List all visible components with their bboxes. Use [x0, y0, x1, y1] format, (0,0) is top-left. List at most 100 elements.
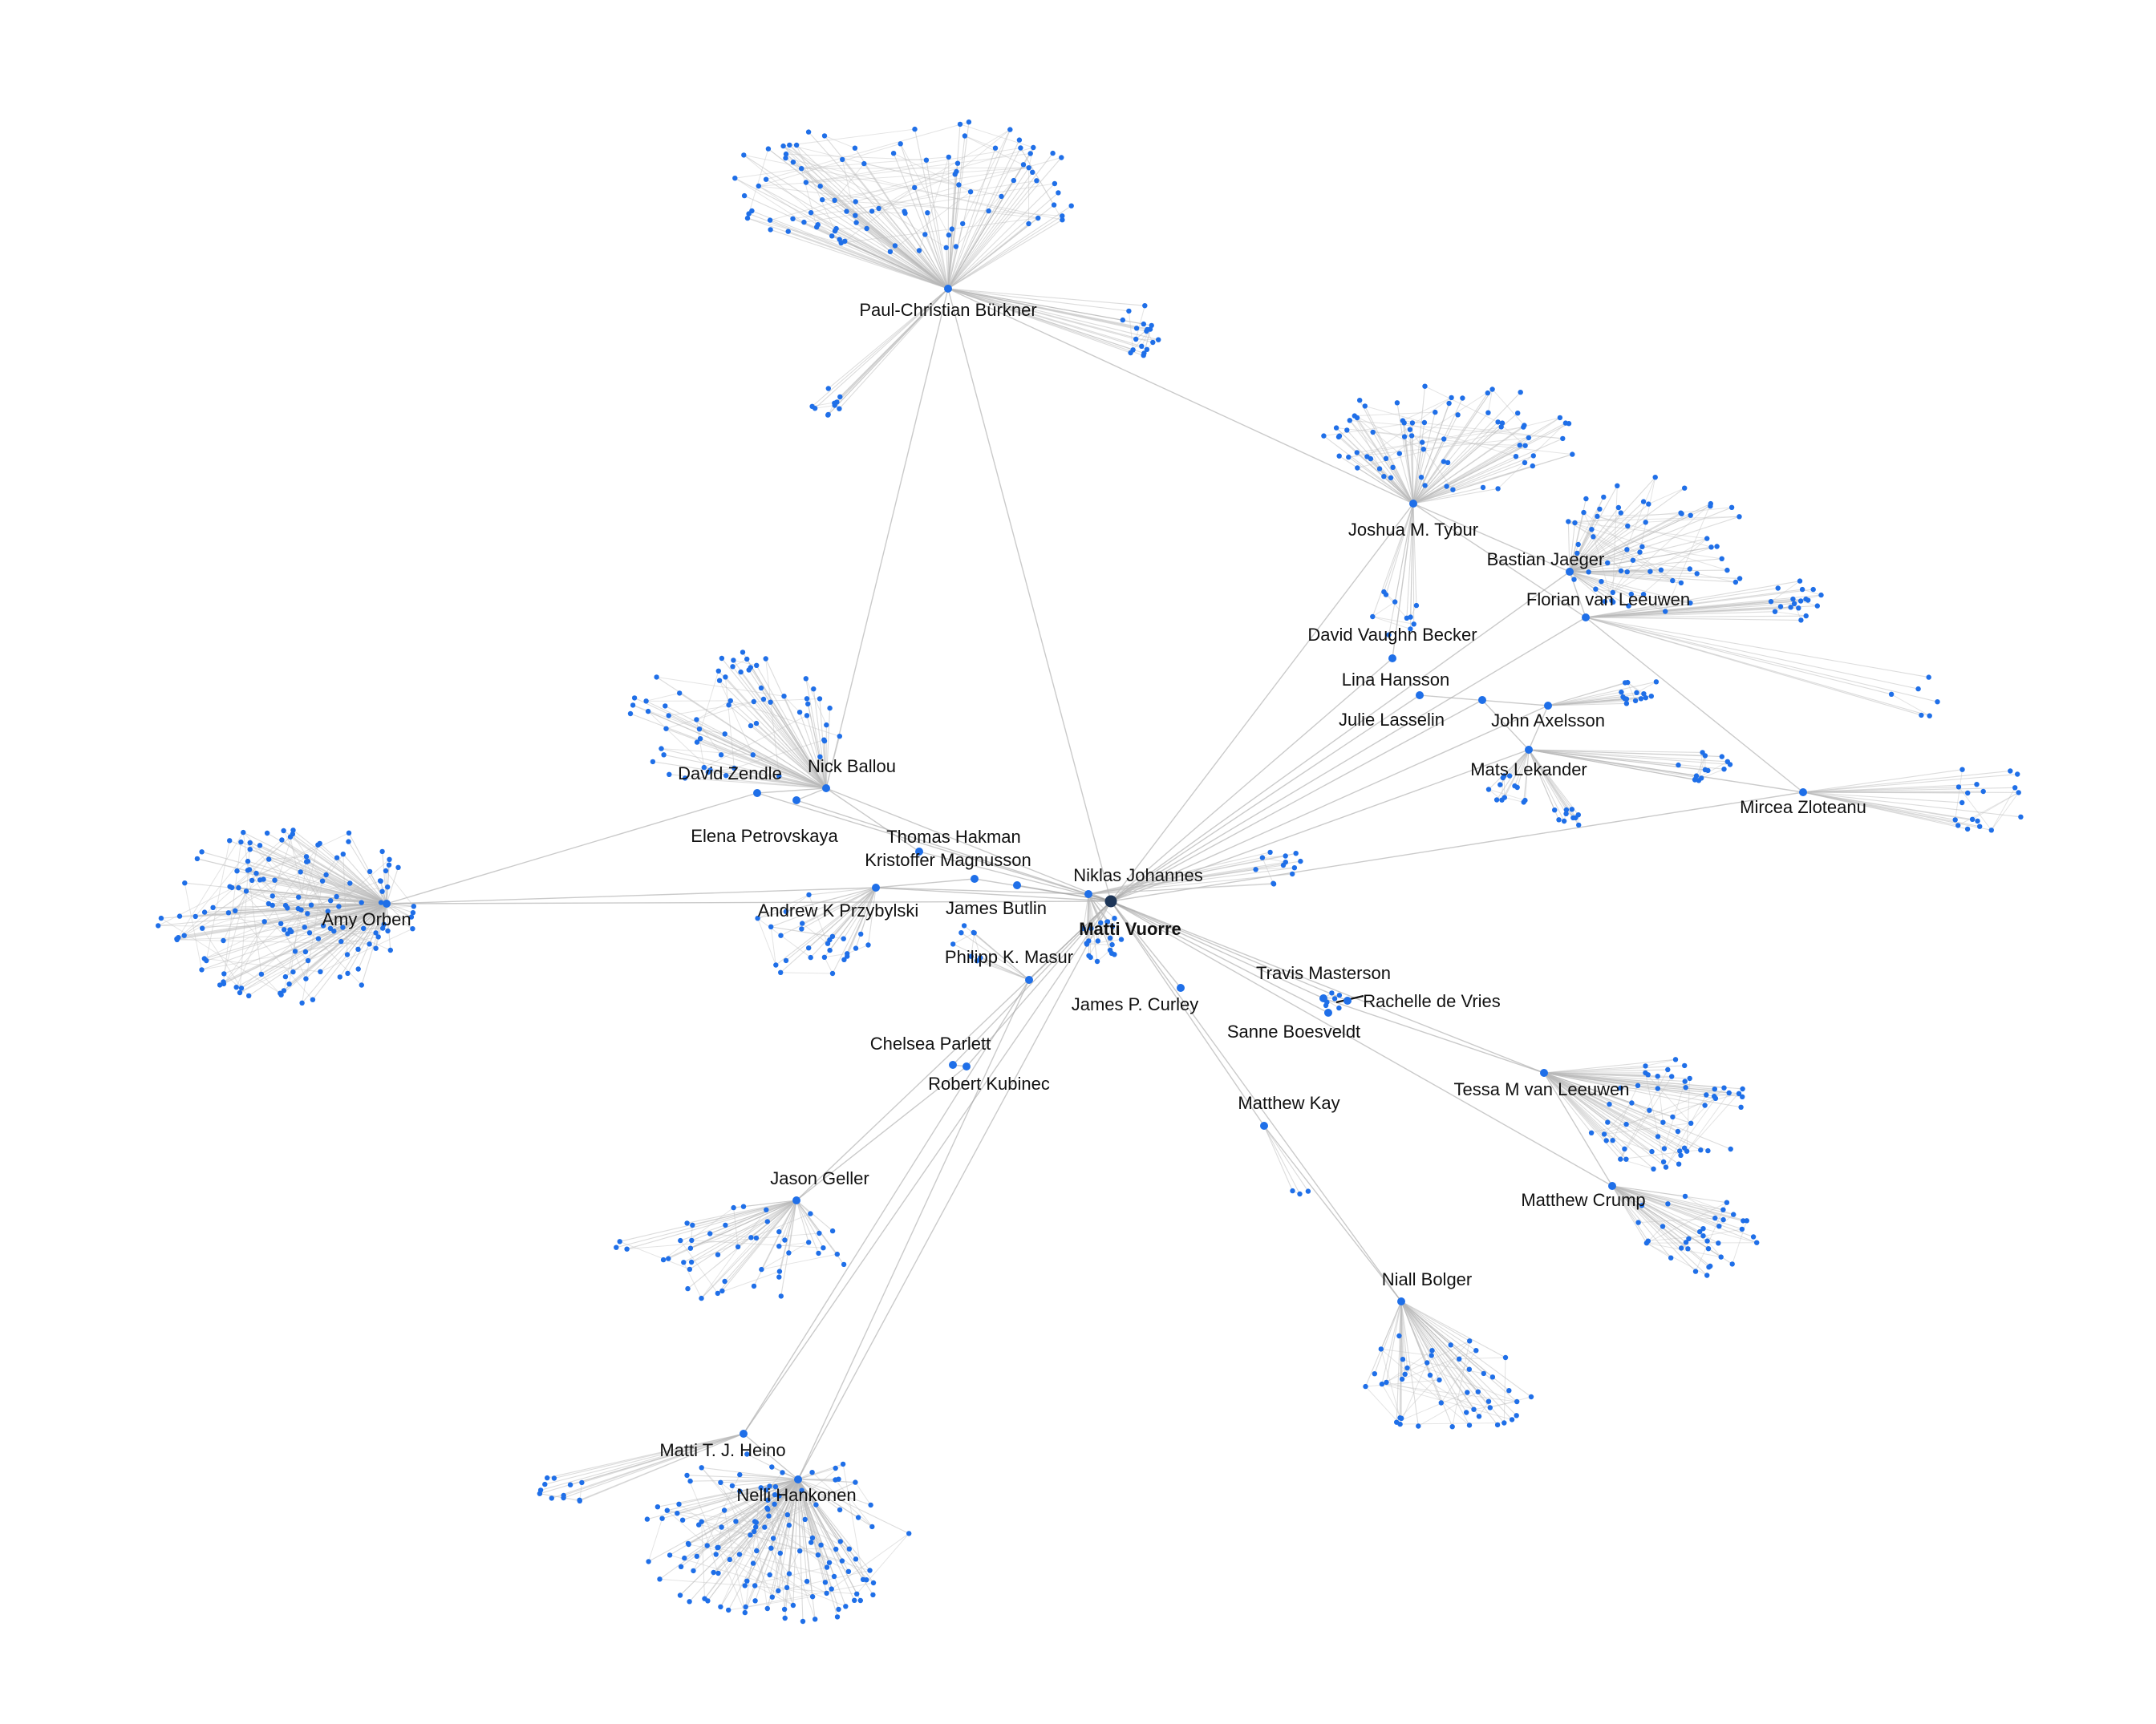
node-leaf-bastian-jaeger-2	[1610, 589, 1616, 596]
edge-matthew-crump-leaf-701	[1611, 1185, 1682, 1248]
node-leaf-joshua-m-tybur-27	[1495, 419, 1501, 425]
node-leaf-nick-ballou-38	[817, 754, 823, 759]
node-leaf-amy-orben-139	[264, 830, 270, 836]
node-leaf-niklas-johannes-15	[1107, 947, 1113, 953]
edge-nelli-hankonen-leaf-857	[797, 1479, 855, 1601]
edge-david-zendle-nick-ballou	[756, 787, 827, 794]
node-leaf-tessa-m-van-leeuwen-47	[1603, 1138, 1609, 1143]
node-leaf-amy-orben-7	[410, 910, 416, 916]
edge-jason-geller-leaf-761	[663, 1200, 797, 1261]
edge-tessa-m-van-leeuwen-leaf-665	[1543, 1072, 1608, 1123]
node-leaf-nick-ballou-14	[753, 720, 760, 726]
node-leaf-nick-ballou-23	[776, 773, 782, 779]
node-leaf-nelli-hankonen-78	[750, 1560, 756, 1566]
node-leaf-jason-geller-16	[751, 1283, 757, 1289]
edge-leaf-652-leaf	[1664, 1081, 1686, 1149]
node-leaf-nick-ballou-29	[631, 695, 638, 701]
node-leaf-tessa-m-van-leeuwen-44	[1712, 1095, 1719, 1102]
node-leaf-amy-orben-119	[385, 884, 391, 890]
node-leaf-amy-orben-35	[199, 967, 205, 973]
edge-andrew-k-przybylski-leaf-574	[785, 887, 877, 961]
node-leaf-amy-orben-13	[325, 909, 330, 914]
node-leaf-jason-geller-20	[687, 1266, 693, 1273]
edge-leaf-376-leaf	[699, 728, 725, 735]
edge-bastian-jaeger-leaf-248	[1569, 571, 1736, 583]
edge-leaf-335-leaf	[1488, 788, 1526, 801]
node-leaf-nelli-hankonen-126	[837, 1539, 844, 1544]
node-leaf-bastian-jaeger-56	[1643, 520, 1648, 525]
edge-amy-orben-leaf-441	[248, 903, 387, 997]
edge-paul-christian-burkner-leaf-67	[747, 217, 949, 289]
node-leaf-nelli-hankonen-45	[843, 1604, 849, 1609]
node-leaf-paul-christian-burkner-91	[902, 208, 907, 214]
node-leaf-niall-bolger-16	[1514, 1413, 1519, 1418]
edge-paul-christian-burkner-leaf-112	[947, 288, 1148, 330]
node-leaf-joshua-m-tybur-22	[1485, 390, 1491, 396]
node-leaf-mats-lekander-4	[1493, 797, 1500, 803]
node-leaf-amy-orben-2	[221, 971, 227, 977]
edge-leaf-656-leaf	[1612, 1139, 1627, 1160]
edge-amy-orben-leaf-491	[293, 829, 387, 904]
node-leaf-tessa-m-van-leeuwen-17	[1675, 1128, 1681, 1135]
node-leaf-bastian-jaeger-43	[1682, 485, 1688, 491]
node-leaf-matthew-crump-14	[1665, 1201, 1671, 1207]
edge-mats-lekander-leaf-322	[1528, 749, 1722, 758]
edge-leaf-732-leaf	[701, 1237, 757, 1299]
node-leaf-niklas-johannes-6	[1267, 849, 1273, 856]
node-leaf-bastian-jaeger-22	[1586, 569, 1591, 575]
edge-leaf-911-leaf	[669, 1554, 813, 1597]
edge-niall-bolger-leaf-782	[1400, 1301, 1406, 1374]
node-leaf-niklas-johannes-14	[1107, 935, 1113, 941]
edge-leaf-733-leaf	[761, 1253, 837, 1270]
edge-matti-vuorre-mircea-zloteanu	[1110, 791, 1804, 902]
node-leaf-florian-van-leeuwen-5	[1926, 674, 1931, 680]
edge-leaf-565-leaf	[259, 879, 302, 911]
edge-leaf-495-leaf	[176, 879, 264, 941]
label-elena-petrovskaya: Elena Petrovskaya	[691, 826, 838, 846]
node-leaf-niklas-johannes-2	[1283, 853, 1288, 859]
edge-leaf-356-leaf	[1262, 857, 1286, 863]
node-leaf-paul-christian-burkner-8	[825, 411, 831, 418]
edge-nelli-hankonen-philipp-k-masur	[797, 979, 1030, 1480]
edge-matthew-crump-leaf-687	[1611, 1185, 1639, 1223]
node-leaf-nelli-hankonen-97	[713, 1552, 719, 1557]
edge-joshua-m-tybur-leaf-177	[1412, 462, 1449, 504]
node-leaf-john-axelsson-2	[1632, 698, 1639, 703]
edge-leaf-53-leaf	[1028, 147, 1034, 168]
node-leaf-nelli-hankonen-99	[699, 1465, 704, 1471]
node-leaf-paul-christian-burkner-86	[954, 160, 961, 166]
edge-paul-christian-burkner-leaf-92	[924, 234, 949, 289]
edge-leaf-847-leaf	[679, 1521, 756, 1596]
edge-joshua-m-tybur-leaf-179	[1412, 426, 1502, 504]
node-leaf-paul-christian-burkner-85	[1059, 155, 1064, 160]
edge-leaf-295-leaf	[1957, 791, 2019, 826]
edge-leaf-404-leaf	[784, 695, 800, 713]
node-leaf-amy-orben-30	[229, 884, 235, 891]
node-leaf-nelli-hankonen-20	[654, 1504, 661, 1510]
node-chelsea-parlett	[949, 1061, 957, 1069]
edge-leaf-427-leaf	[732, 658, 748, 667]
edge-niall-bolger-leaf-799	[1374, 1301, 1402, 1374]
node-leaf-amy-orben-92	[347, 880, 353, 886]
edge-paul-christian-burkner-leaf-57	[926, 212, 949, 289]
node-leaf-bastian-jaeger-39	[1601, 494, 1607, 500]
edge-leaf-503-leaf	[283, 857, 338, 930]
node-leaf-matthew-crump-4	[1724, 1200, 1730, 1205]
edge-florian-van-leeuwen-leaf-273	[1585, 611, 1775, 618]
edge-paul-christian-burkner-leaf-91	[904, 211, 949, 289]
node-leaf-paul-christian-burkner-56	[803, 180, 809, 185]
node-leaf-jason-geller-18	[715, 1252, 721, 1257]
node-leaf-joshua-m-tybur-2	[1489, 386, 1495, 392]
edge-nelli-hankonen-leaf-926	[732, 1479, 799, 1487]
edge-leaf-171-leaf	[1492, 389, 1525, 426]
node-leaf-nick-ballou-15	[715, 668, 721, 674]
node-tessa-m-van-leeuwen	[1540, 1069, 1548, 1077]
node-leaf-amy-orben-115	[247, 847, 253, 852]
edge-nick-ballou-elena-petrovskaya	[796, 787, 827, 801]
edge-tessa-m-van-leeuwen-leaf-666	[1543, 1072, 1724, 1089]
node-leaf-nick-ballou-42	[803, 676, 808, 682]
node-leaf-philipp-k-masur-3	[958, 930, 964, 936]
node-leaf-nelli-hankonen-52	[839, 1558, 845, 1564]
edge-joshua-m-tybur-leaf-169	[1412, 455, 1517, 504]
